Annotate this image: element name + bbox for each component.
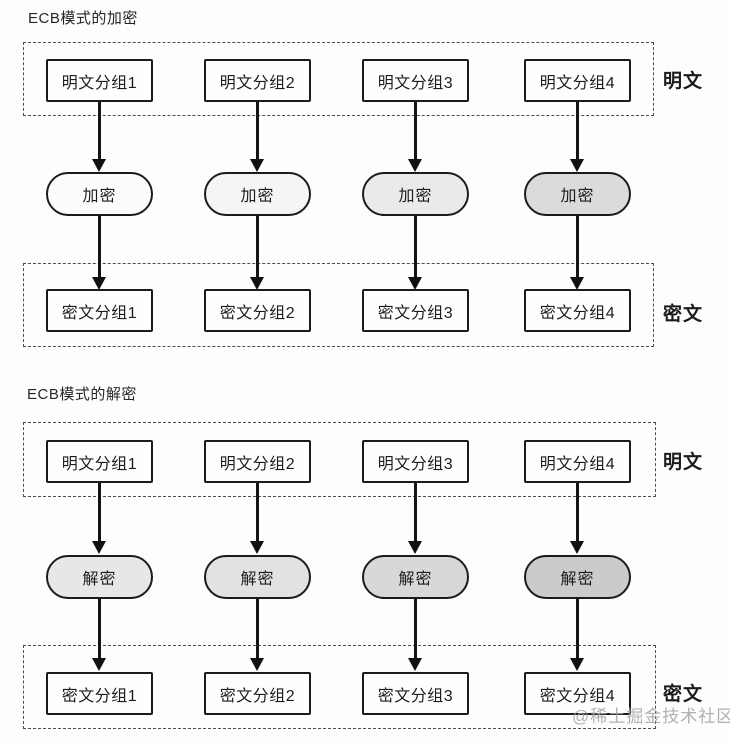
- plaintext-block-4: 明文分组4: [524, 59, 631, 102]
- ciphertext-block-4: 密文分组4: [524, 289, 631, 332]
- encryption-ciphertext-side-label: 密文: [663, 304, 704, 325]
- plaintext-block-3: 明文分组3: [362, 59, 469, 102]
- arrow-head-icon: [570, 658, 584, 671]
- plaintext-block-2: 明文分组2: [204, 440, 311, 483]
- arrow-line: [414, 598, 417, 659]
- arrow-line: [414, 482, 417, 542]
- arrow-line: [256, 482, 259, 542]
- arrow-head-icon: [92, 159, 106, 172]
- encryption-section-title: ECB模式的加密: [28, 10, 138, 27]
- arrow-line: [256, 598, 259, 659]
- decrypt-oval-1: 解密: [46, 555, 153, 599]
- decryption-plaintext-group-border: [23, 422, 656, 497]
- arrow-head-icon: [570, 159, 584, 172]
- encryption-plaintext-side-label: 明文: [663, 71, 704, 92]
- arrow-line: [576, 215, 579, 278]
- arrow-line: [256, 215, 259, 278]
- plaintext-block-1: 明文分组1: [46, 440, 153, 483]
- arrow-line: [98, 215, 101, 278]
- decryption-ciphertext-group-border: [23, 645, 656, 729]
- ciphertext-block-2: 密文分组2: [204, 672, 311, 715]
- encryption-ciphertext-group-border: [23, 263, 654, 347]
- arrow-line: [98, 101, 101, 160]
- ciphertext-block-3: 密文分组3: [362, 672, 469, 715]
- ciphertext-block-4: 密文分组4: [524, 672, 631, 715]
- plaintext-block-2: 明文分组2: [204, 59, 311, 102]
- encrypt-oval-4: 加密: [524, 172, 631, 216]
- arrow-line: [98, 482, 101, 542]
- arrow-head-icon: [92, 541, 106, 554]
- arrow-line: [576, 598, 579, 659]
- decrypt-oval-3: 解密: [362, 555, 469, 599]
- arrow-head-icon: [408, 541, 422, 554]
- arrow-line: [414, 215, 417, 278]
- decrypt-oval-4: 解密: [524, 555, 631, 599]
- arrow-head-icon: [408, 277, 422, 290]
- ciphertext-block-3: 密文分组3: [362, 289, 469, 332]
- plaintext-block-4: 明文分组4: [524, 440, 631, 483]
- ciphertext-block-1: 密文分组1: [46, 672, 153, 715]
- arrow-head-icon: [250, 159, 264, 172]
- decryption-plaintext-side-label: 明文: [663, 452, 704, 473]
- arrow-head-icon: [250, 541, 264, 554]
- decryption-ciphertext-side-label: 密文: [663, 684, 704, 705]
- arrow-head-icon: [570, 277, 584, 290]
- arrow-head-icon: [408, 658, 422, 671]
- arrow-head-icon: [250, 658, 264, 671]
- arrow-head-icon: [250, 277, 264, 290]
- decrypt-oval-2: 解密: [204, 555, 311, 599]
- encrypt-oval-3: 加密: [362, 172, 469, 216]
- plaintext-block-1: 明文分组1: [46, 59, 153, 102]
- arrow-line: [414, 101, 417, 160]
- arrow-head-icon: [92, 277, 106, 290]
- encryption-plaintext-group-border: [23, 42, 654, 116]
- arrow-line: [576, 101, 579, 160]
- ciphertext-block-1: 密文分组1: [46, 289, 153, 332]
- arrow-line: [98, 598, 101, 659]
- encrypt-oval-2: 加密: [204, 172, 311, 216]
- arrow-head-icon: [92, 658, 106, 671]
- plaintext-block-3: 明文分组3: [362, 440, 469, 483]
- ciphertext-block-2: 密文分组2: [204, 289, 311, 332]
- arrow-line: [576, 482, 579, 542]
- arrow-line: [256, 101, 259, 160]
- encrypt-oval-1: 加密: [46, 172, 153, 216]
- watermark-text: @稀土掘金技术社区: [572, 707, 730, 726]
- arrow-head-icon: [570, 541, 584, 554]
- decryption-section-title: ECB模式的解密: [27, 386, 137, 403]
- arrow-head-icon: [408, 159, 422, 172]
